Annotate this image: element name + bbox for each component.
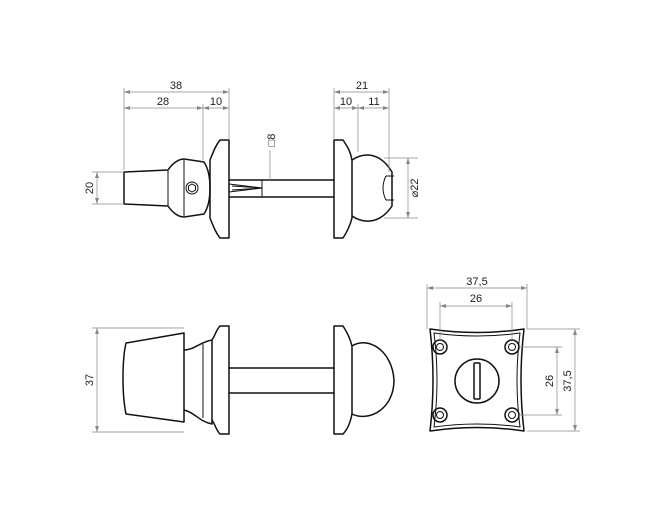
dim-overall-height: 37 bbox=[84, 374, 96, 386]
rose-front-view bbox=[429, 328, 525, 432]
release-disc bbox=[454, 358, 500, 404]
dim-rose-height: 37,5 bbox=[562, 370, 574, 391]
knob-neck-side bbox=[183, 339, 213, 425]
square-rose-outline bbox=[429, 328, 525, 432]
release-rose-side bbox=[333, 325, 353, 435]
side-view-dimensions: 37 bbox=[84, 327, 184, 433]
screw-countersink bbox=[508, 343, 516, 351]
screw-hole-bottom-right bbox=[504, 407, 520, 423]
screw-countersink bbox=[436, 411, 444, 419]
dim-knob-body: 28 bbox=[157, 96, 169, 108]
dim-rose-width: 37,5 bbox=[466, 276, 487, 288]
dim-release-head: 11 bbox=[368, 96, 379, 108]
rose-inner-edge bbox=[433, 332, 521, 428]
top-view-dimensions: 38 28 10 □8 20 21 10 11 ⌀22 bbox=[84, 80, 421, 219]
dim-knob-height: 20 bbox=[84, 182, 96, 194]
grub-screw-icon bbox=[185, 181, 199, 195]
screw-hole-top-right bbox=[504, 339, 520, 355]
release-head bbox=[351, 154, 393, 222]
thumbturn-knob-side bbox=[122, 332, 185, 423]
dim-hole-spacing-y: 26 bbox=[544, 375, 556, 387]
knob-rose-flange bbox=[209, 139, 230, 239]
top-view bbox=[123, 139, 394, 239]
dim-release-flange: 10 bbox=[340, 96, 352, 108]
dim-knob-total: 38 bbox=[170, 80, 182, 92]
dimension-arrows bbox=[427, 286, 577, 431]
dim-release-total: 21 bbox=[356, 80, 368, 92]
release-rose-flange bbox=[333, 139, 353, 239]
dimension-arrows bbox=[95, 90, 410, 218]
screw-countersink bbox=[436, 343, 444, 351]
screw-countersink bbox=[508, 411, 516, 419]
rose-dimensions: 37,5 26 26 37,5 bbox=[426, 276, 580, 432]
spindle-tip-inner bbox=[231, 185, 263, 191]
knob-rose-side bbox=[211, 325, 230, 435]
dim-knob-flange: 10 bbox=[210, 96, 222, 108]
release-dome-side bbox=[351, 342, 395, 418]
thumbturn-knob-outline bbox=[123, 158, 211, 218]
coin-slot bbox=[382, 175, 394, 201]
screw-hole-bottom-left bbox=[432, 407, 448, 423]
hex-socket bbox=[188, 183, 196, 193]
dim-release-diameter: ⌀22 bbox=[409, 179, 421, 198]
side-view bbox=[122, 325, 395, 435]
dim-hole-spacing-x: 26 bbox=[470, 293, 482, 305]
release-slot bbox=[473, 362, 481, 400]
dim-spindle-square: □8 bbox=[266, 134, 278, 147]
